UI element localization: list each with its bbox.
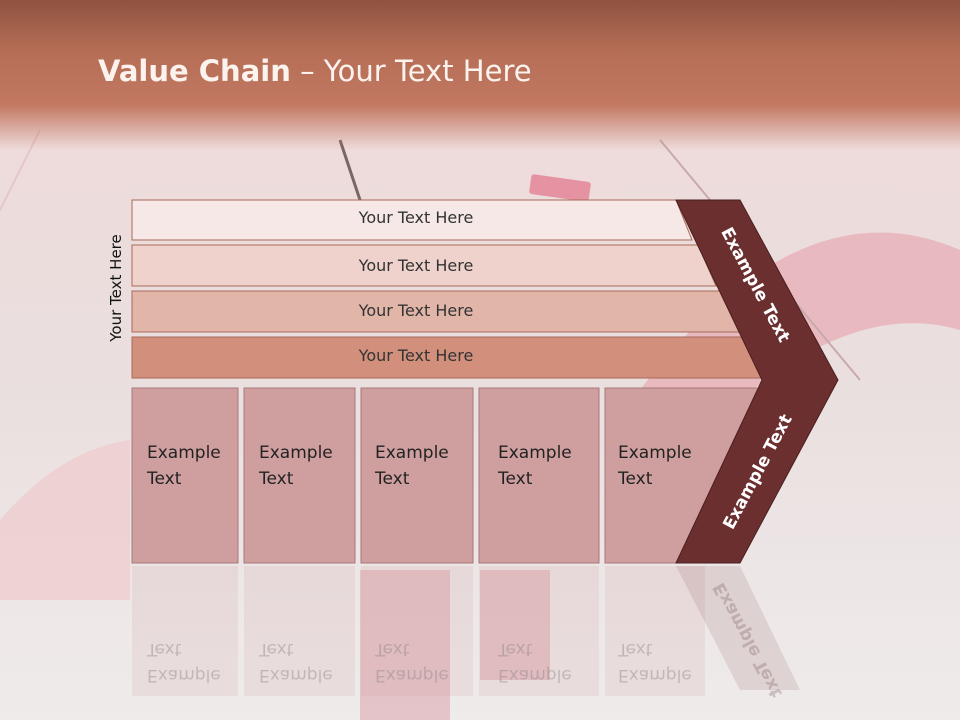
chevron-arrow [675,199,839,564]
header-band [0,0,960,150]
column-reflection-5 [605,566,705,696]
column-3 [360,387,474,564]
column-label-1-line1: Example [147,443,221,463]
column-reflection-2 [244,566,355,696]
column-reflection-text-3-line2: Text [375,639,410,659]
column-reflection-text-1: Example Text [147,636,247,688]
column-reflection-text-1-line1: Example [147,665,221,685]
column-reflection-text-3: Example Text [375,636,475,688]
bar-1 [131,199,693,241]
column-reflection-1 [132,566,238,696]
column-label-2-line1: Example [259,443,333,463]
column-reflection-text-4-line1: Example [498,665,572,685]
column-reflection-text-3-line1: Example [375,665,449,685]
title-rest: – Your Text Here [290,54,532,88]
column-label-4-line2: Text [498,469,533,489]
column-reflection-text-4-line2: Text [498,639,533,659]
column-reflection-text-5: Example Text [618,636,718,688]
column-reflection-text-2: Example Text [259,636,359,688]
column-label-1-line2: Text [147,469,182,489]
column-reflection-text-5-line1: Example [618,665,692,685]
column-reflection-4 [479,566,599,696]
column-label-5-line1: Example [618,443,692,463]
column-label-2-line2: Text [259,469,294,489]
column-reflection-text-2-line1: Example [259,665,333,685]
bar-label-3: Your Text Here [358,301,474,320]
column-1 [131,387,239,564]
column-reflection-text-4: Example Text [498,636,598,688]
column-label-5-line2: Text [618,469,653,489]
column-reflection-3 [361,566,473,696]
chevron-reflection [676,566,800,690]
bar-label-2: Your Text Here [358,256,474,275]
column-4 [478,387,600,564]
bar-label-4: Your Text Here [358,346,474,365]
column-reflection-text-5-line2: Text [618,639,653,659]
bar-label-1: Your Text Here [358,208,474,227]
column-label-3-line2: Text [375,469,410,489]
column-label-4-line1: Example [498,443,572,463]
column-2 [243,387,356,564]
title-bold: Value Chain [98,54,291,88]
slide-title: Value Chain – Your Text Here [98,54,532,88]
bar-2 [131,244,717,287]
column-reflection-text-2-line2: Text [259,639,294,659]
column-label-3-line1: Example [375,443,449,463]
column-reflection-text-1-line2: Text [147,639,182,659]
